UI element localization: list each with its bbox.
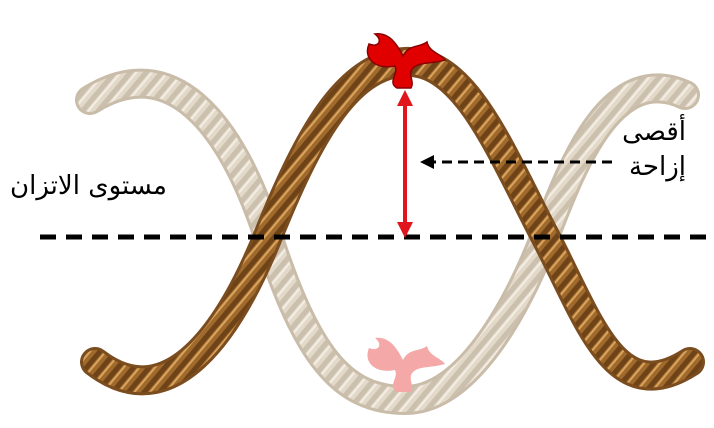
amplitude-arrow bbox=[397, 90, 413, 238]
max-displacement-label-line1: أقصى bbox=[622, 117, 686, 147]
max-displacement-label-line2: إزاحة bbox=[629, 152, 686, 182]
equilibrium-label: مستوى الاتزان bbox=[10, 171, 167, 201]
